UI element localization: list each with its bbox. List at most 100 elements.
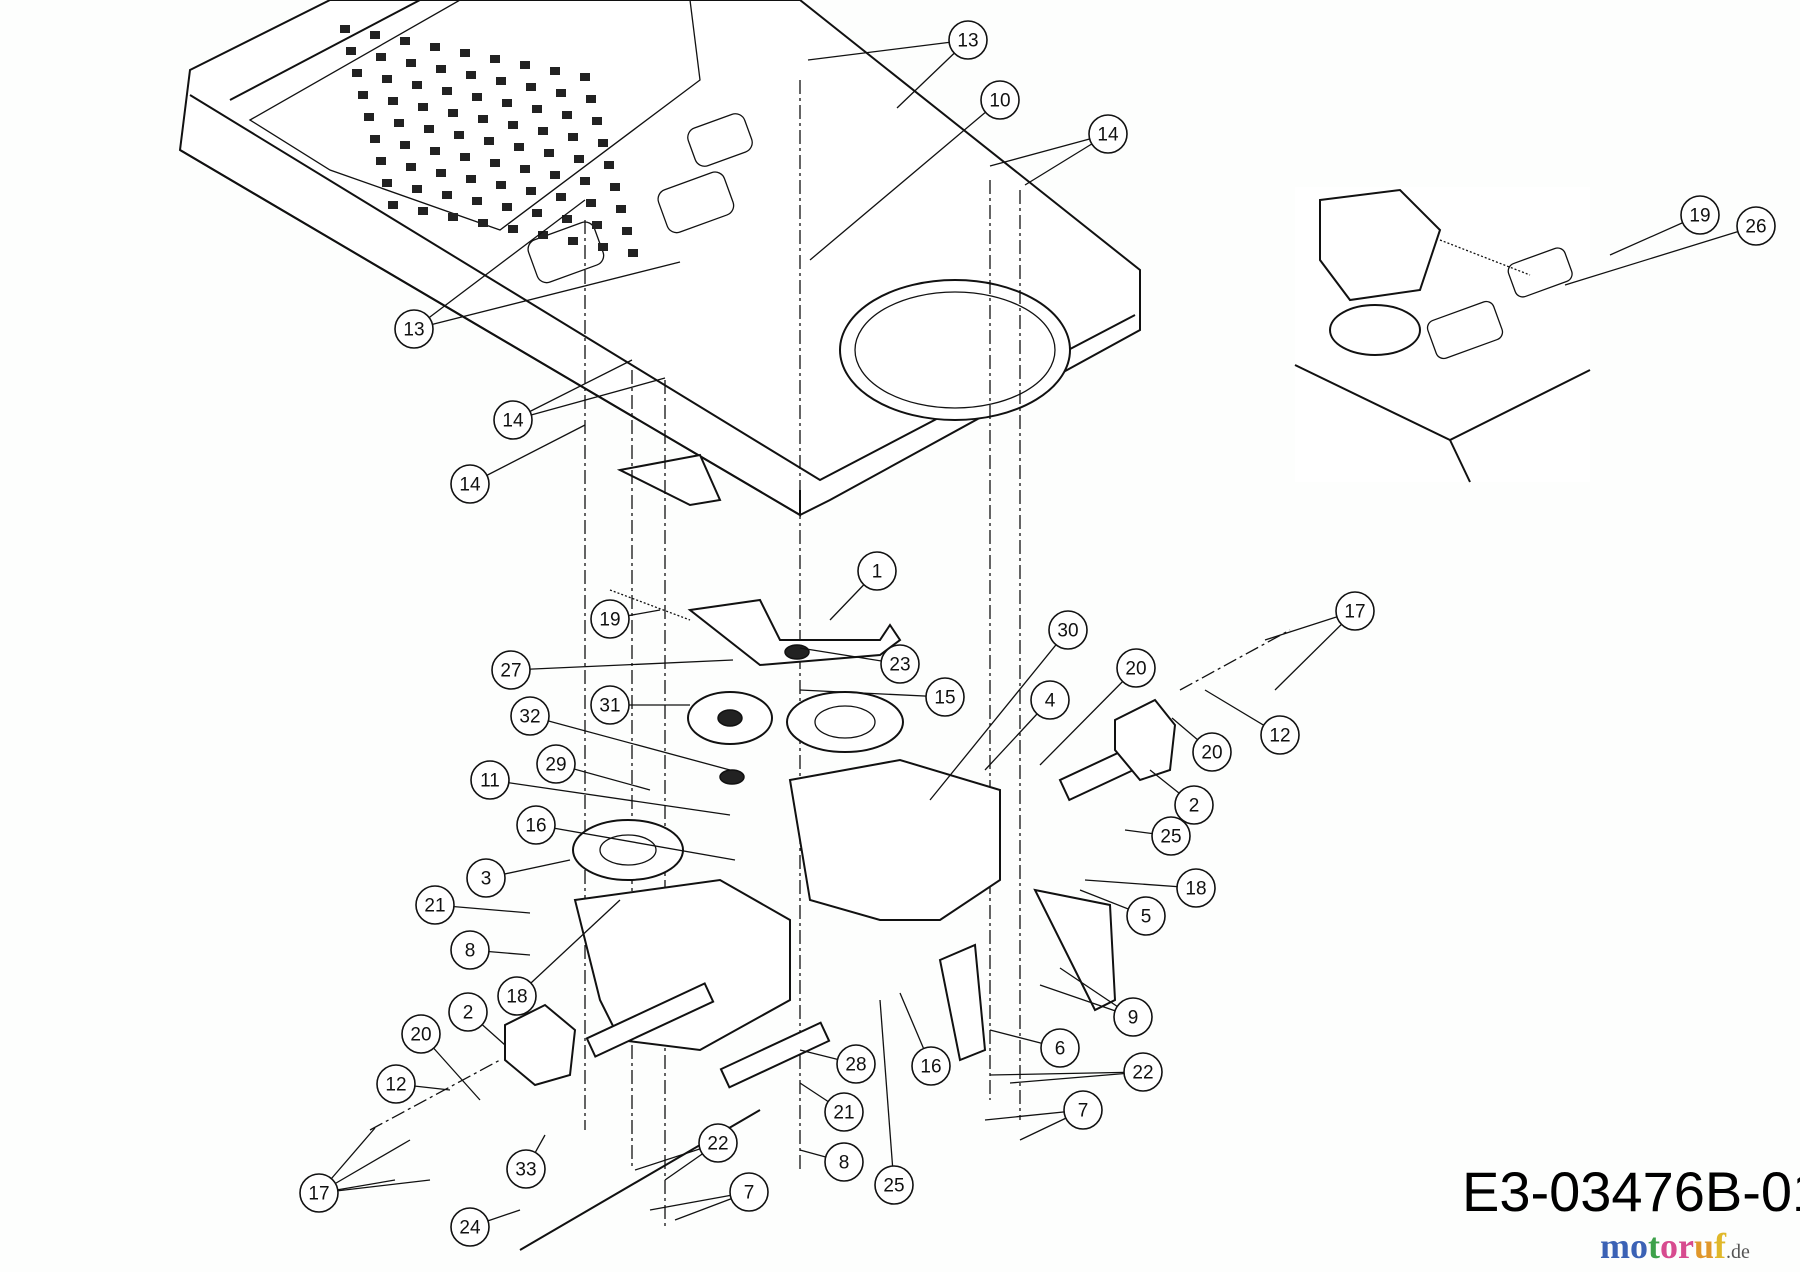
callout-number: 27 <box>500 661 521 682</box>
callout-circle <box>506 1149 546 1189</box>
leader-lines <box>318 39 1757 1228</box>
vent-hole <box>586 95 596 103</box>
callout-number: 16 <box>525 816 546 837</box>
vent-hole <box>400 141 410 149</box>
chassis-frame <box>178 0 1141 517</box>
vent-hole <box>460 49 470 57</box>
drawing-code: E3-03476B-01 <box>1462 1160 1800 1223</box>
callout-circle <box>448 992 488 1032</box>
callout-number: 13 <box>957 31 978 52</box>
leader-line <box>535 824 736 861</box>
callout-circle <box>698 1123 738 1163</box>
leader-line <box>413 261 681 330</box>
callout-number: 7 <box>744 1183 755 1204</box>
vent-hole <box>478 219 488 227</box>
callout-circle <box>980 80 1020 120</box>
callout-number: 23 <box>889 655 910 676</box>
vent-hole <box>592 221 602 229</box>
vent-hole <box>496 77 506 85</box>
callout-circle <box>1174 785 1214 825</box>
callout-7: 7 <box>729 1172 769 1212</box>
callout-13: 13 <box>948 20 988 60</box>
vent-hole <box>400 37 410 45</box>
vent-hole <box>508 121 518 129</box>
vent-hole <box>622 227 632 235</box>
callout-21: 21 <box>415 885 455 925</box>
callout-circle <box>824 1092 864 1132</box>
vent-hole <box>520 61 530 69</box>
callout-number: 2 <box>463 1003 474 1024</box>
vent-hole <box>442 87 452 95</box>
callout-number: 29 <box>545 755 566 776</box>
callout-circle <box>1736 206 1776 246</box>
callout-number: 11 <box>480 771 500 792</box>
vent-hole <box>382 75 392 83</box>
callout-circle <box>1126 896 1166 936</box>
leader-line <box>512 359 633 421</box>
callout-10: 10 <box>980 80 1020 120</box>
callout-number: 2 <box>1189 796 1200 817</box>
callout-circle <box>857 551 897 591</box>
callout-26: 26 <box>1736 206 1776 246</box>
callout-number: 1 <box>872 562 883 583</box>
leader-line <box>929 629 1069 801</box>
vent-hole <box>472 197 482 205</box>
callout-circle <box>590 599 630 639</box>
vent-hole <box>550 171 560 179</box>
leader-line <box>1564 225 1757 286</box>
vent-hole <box>592 117 602 125</box>
vent-hole <box>346 47 356 55</box>
callout-14: 14 <box>1088 114 1128 154</box>
vent-hole <box>628 249 638 257</box>
vent-hole <box>412 81 422 89</box>
vent-hole <box>502 203 512 211</box>
vent-hole <box>616 205 626 213</box>
callout-number: 24 <box>459 1218 481 1239</box>
callout-3: 3 <box>466 858 506 898</box>
leader-line <box>516 899 621 997</box>
callout-number: 8 <box>465 941 476 962</box>
callout-number: 19 <box>1689 206 1710 227</box>
vent-hole <box>370 31 380 39</box>
leader-line <box>510 659 734 671</box>
vent-hole <box>472 93 482 101</box>
callout-22: 22 <box>698 1123 738 1163</box>
callout-20: 20 <box>401 1014 441 1054</box>
callout-4: 4 <box>1030 680 1070 720</box>
callout-number: 3 <box>481 869 492 890</box>
transmissions <box>504 698 1177 1251</box>
vent-hole <box>556 89 566 97</box>
vent-hole <box>358 91 368 99</box>
callout-circle <box>925 677 965 717</box>
vent-hole <box>394 119 404 127</box>
callout-16: 16 <box>516 805 556 845</box>
callout-circle <box>450 1207 490 1247</box>
callout-circle <box>299 1173 339 1213</box>
vent-hole <box>586 199 596 207</box>
callout-number: 22 <box>707 1134 728 1155</box>
callout-circle <box>911 1046 951 1086</box>
vent-hole <box>364 113 374 121</box>
leader-line <box>469 424 586 485</box>
callout-25: 25 <box>874 1165 914 1205</box>
callout-number: 25 <box>1160 827 1181 848</box>
vent-hole <box>556 193 566 201</box>
callout-14: 14 <box>493 400 533 440</box>
vent-hole <box>436 169 446 177</box>
callout-circle <box>1040 1028 1080 1068</box>
callout-circle <box>401 1014 441 1054</box>
leader-line <box>989 1071 1144 1076</box>
vent-hole <box>406 163 416 171</box>
callout-number: 12 <box>1269 726 1290 747</box>
vent-hole <box>520 165 530 173</box>
callout-6: 6 <box>1040 1028 1080 1068</box>
callout-circle <box>824 1142 864 1182</box>
callout-16: 16 <box>911 1046 951 1086</box>
callout-circle <box>1680 195 1720 235</box>
vent-hole <box>442 191 452 199</box>
callout-11: 11 <box>470 760 510 800</box>
callout-number: 19 <box>599 610 620 631</box>
callout-number: 22 <box>1132 1063 1153 1084</box>
vent-hole <box>406 59 416 67</box>
